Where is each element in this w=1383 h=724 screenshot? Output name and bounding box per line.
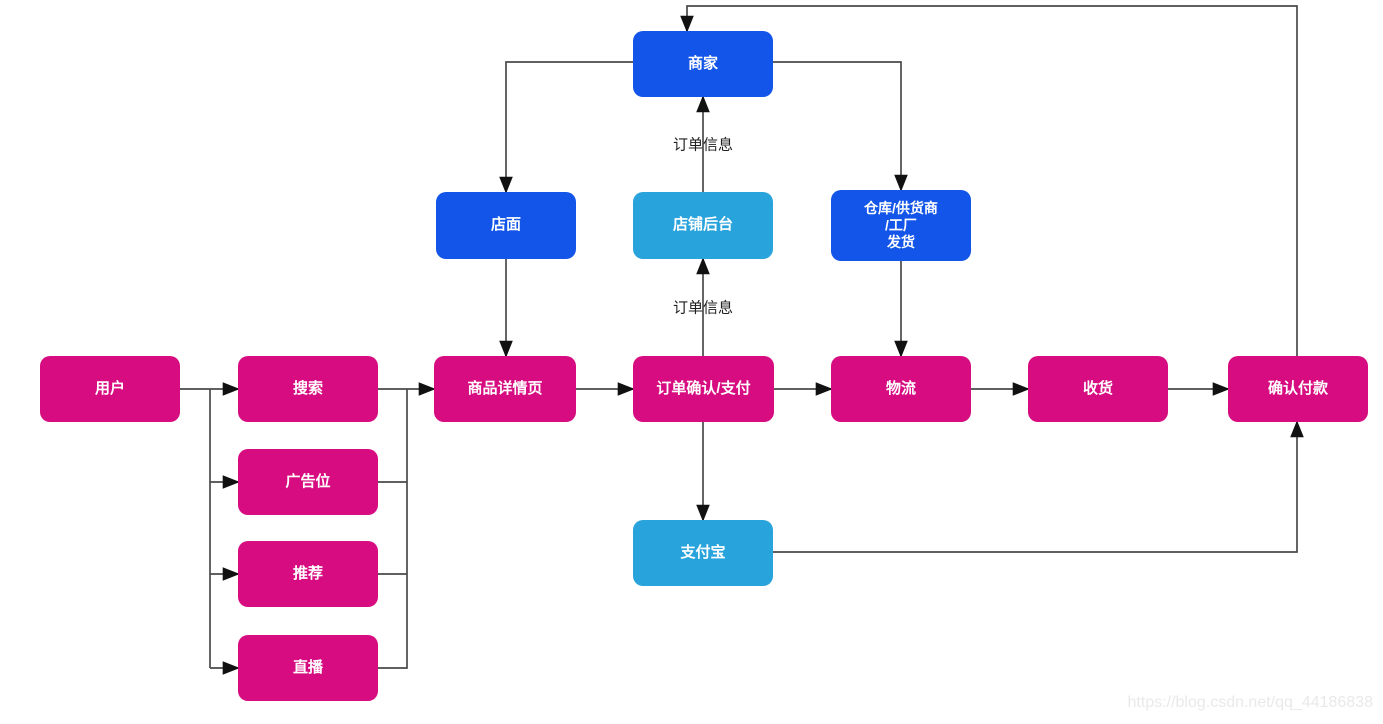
node-ad-slot: 广告位 [238,449,378,515]
node-order-confirm-pay: 订单确认/支付 [633,356,774,422]
node-storefront: 店面 [436,192,576,259]
node-warehouse-line: /工厂 [885,217,917,233]
edge-confirm-payment-to-merchant [680,5,1298,356]
node-receive-goods: 收货 [1028,356,1168,422]
node-store-backend: 店铺后台 [633,192,773,259]
node-warehouse-line: 发货 [887,234,915,250]
node-confirm-payment: 确认付款 [1228,356,1368,422]
node-warehouse: 仓库/供货商/工厂发货 [831,190,971,261]
edge-merchant-to-warehouse [773,61,908,192]
edge-label-order-info-bottom: 订单信息 [672,299,734,317]
edge-merchant-to-storefront [499,61,633,194]
node-user: 用户 [40,356,180,422]
node-live-stream: 直播 [238,635,378,701]
watermark: https://blog.csdn.net/qq_44186838 [1127,694,1373,711]
node-search: 搜索 [238,356,378,422]
node-logistics: 物流 [831,356,971,422]
edge-label-order-info-top: 订单信息 [672,136,734,154]
node-product-detail: 商品详情页 [434,356,576,422]
node-warehouse-line: 仓库/供货商 [864,200,938,216]
node-alipay: 支付宝 [633,520,773,586]
node-recommend: 推荐 [238,541,378,607]
edge-live-stream-out [378,389,408,669]
node-merchant: 商家 [633,31,773,97]
edge-alipay-to-confirm-payment [773,420,1304,553]
